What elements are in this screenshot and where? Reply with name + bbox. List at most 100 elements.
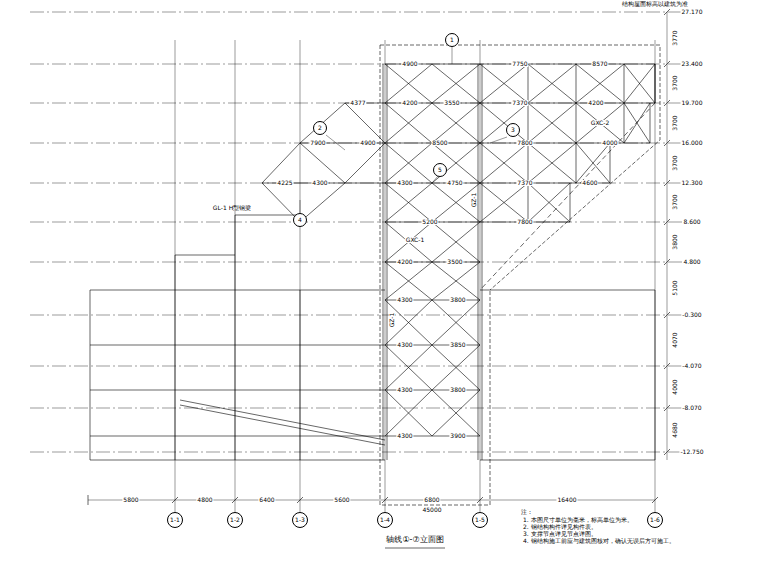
grid-bubble: 1-6: [647, 512, 663, 528]
grid-line: [300, 40, 301, 505]
member-line: [480, 103, 528, 143]
member-line: [432, 183, 480, 222]
drawing-label: 8.600: [682, 219, 701, 225]
member-line: [624, 103, 650, 143]
member-line: [385, 103, 432, 143]
member-line: [480, 103, 655, 104]
member-line: [432, 262, 480, 300]
drawing-label: 3770: [672, 29, 678, 46]
drawing-label: 4225: [276, 180, 293, 186]
dimension-tick: [664, 449, 670, 455]
member-line: [576, 143, 610, 183]
member-line: [385, 64, 432, 103]
dimension-tick: [664, 140, 670, 146]
member-line: [480, 143, 528, 183]
member-line: [432, 345, 480, 390]
level-line: [30, 366, 700, 367]
title-underline: [385, 548, 445, 549]
grid-line: [175, 40, 176, 505]
member-line: [432, 103, 480, 143]
dimension-tick: [664, 9, 670, 15]
drawing-label: 4900: [359, 140, 376, 146]
member-line: [432, 222, 480, 262]
grid-bubble: 1-4: [377, 512, 393, 528]
member-line: [528, 64, 529, 103]
level-line: [30, 262, 700, 263]
structure: [30, 9, 700, 548]
truss-outline: [380, 45, 660, 290]
drawing-label: 4800: [196, 497, 213, 503]
drawing-label: 7800: [516, 140, 533, 146]
grid-leader: [385, 505, 386, 512]
member-line: [385, 262, 432, 300]
dimension-tick: [664, 259, 670, 265]
drawing-label: GZ-1: [471, 192, 477, 209]
bubble-text: 1-1: [170, 517, 180, 523]
level-line: [30, 408, 700, 409]
member-line: [480, 143, 528, 183]
drawing-label: 4300: [396, 342, 413, 348]
drawing-label: 4680: [672, 421, 678, 438]
drawing-label: 4200: [587, 100, 604, 106]
drawing-label: 19.700: [681, 100, 704, 106]
member-line: [576, 103, 624, 143]
drawing-label: 4200: [401, 100, 418, 106]
drawing-label: 6400: [258, 497, 275, 503]
drawing-label: 6800: [423, 497, 440, 503]
bubble-text: 5: [438, 167, 442, 173]
member-line: [175, 290, 176, 460]
truss-outline: [380, 45, 490, 505]
drawing-label: 4200: [396, 259, 413, 265]
member-line: [432, 103, 480, 143]
member-line: [385, 390, 432, 436]
member-line: [576, 103, 577, 143]
member-line: [385, 300, 432, 345]
drawing-label: GXC-2: [590, 120, 611, 126]
member-line: [385, 222, 432, 262]
grid-leader: [480, 505, 481, 512]
member-line: [432, 300, 480, 345]
grid-line: [235, 40, 236, 505]
dimension-tick: [664, 312, 670, 318]
detail-callout: 2: [313, 121, 327, 135]
member-line: [300, 183, 345, 222]
dimension-tick: [232, 497, 238, 503]
member-line: [235, 215, 236, 290]
dimension-tick: [664, 219, 670, 225]
drawing-label: 23.400: [681, 61, 704, 67]
drawing-label: 3. 支撑节点详见节点详图。: [522, 531, 598, 537]
member-line: [90, 290, 385, 291]
drawing-label: 16400: [556, 497, 577, 503]
grid-leader: [300, 505, 301, 512]
drawing-label: 4300: [396, 387, 413, 393]
dimension-tick: [664, 100, 670, 106]
drawing-label: 1. 本图尺寸单位为毫米，标高单位为米。: [522, 517, 634, 523]
member-line: [655, 64, 656, 103]
drawing-label: 4300: [311, 180, 328, 186]
grid-bubble: 1-3: [292, 512, 308, 528]
bubble-text: 3: [511, 127, 515, 133]
drawing-label: 7370: [511, 100, 528, 106]
member-line: [432, 390, 480, 436]
member-line: [385, 183, 432, 222]
member-line: [383, 64, 384, 460]
dimension-tick: [477, 497, 483, 503]
member-line: [624, 103, 650, 143]
member-line: [345, 103, 385, 143]
bubble-text: 1-3: [295, 517, 305, 523]
drawing-label: 4. 钢结构施工前应与建筑图核对，确认无误后方可施工。: [522, 538, 676, 544]
dimension-tick: [664, 61, 670, 67]
member-line: [432, 64, 480, 103]
dimension-tick: [88, 495, 89, 505]
drawing-label: 3500: [446, 259, 463, 265]
member-line: [528, 64, 576, 103]
drawing-label: 5100: [672, 279, 678, 296]
member-line: [385, 390, 432, 436]
member-line: [345, 143, 385, 183]
member-line: [528, 64, 576, 103]
leader-line: [452, 47, 453, 64]
drawing-label: 16.000: [681, 140, 704, 146]
member-line: [385, 103, 432, 143]
leader-line: [326, 135, 345, 150]
member-line: [624, 64, 655, 103]
